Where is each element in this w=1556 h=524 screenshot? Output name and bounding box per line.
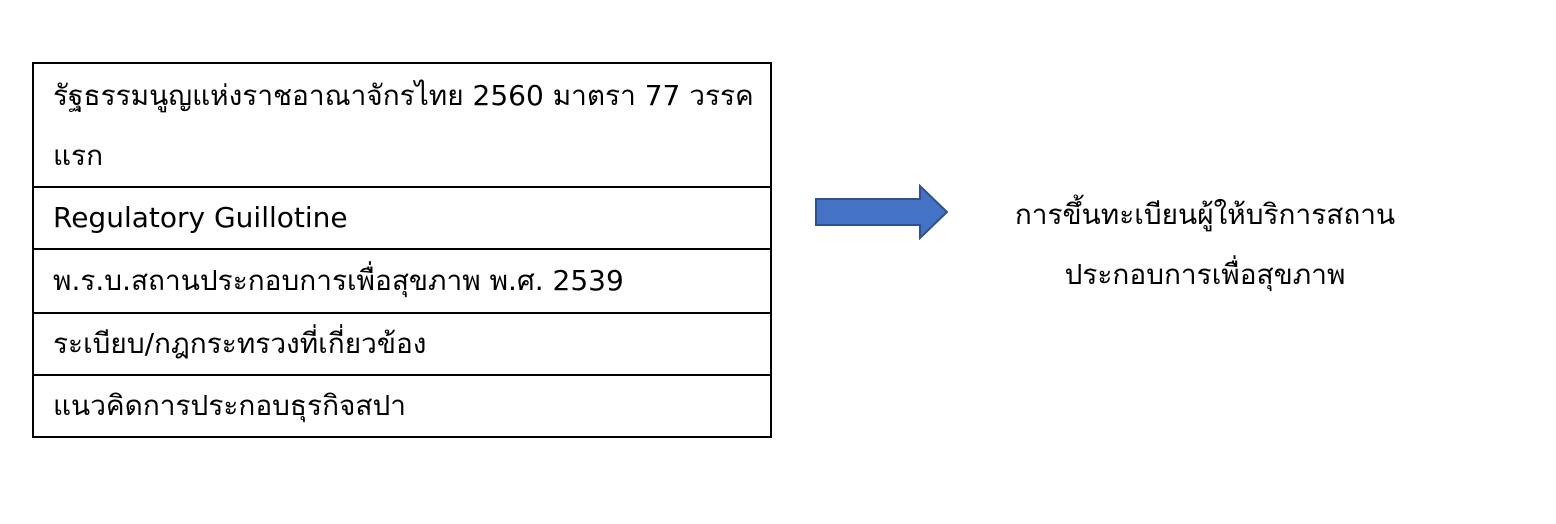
table-row: ระเบียบ/กฎกระทรวงที่เกี่ยวข้อง	[32, 312, 772, 376]
table-row: แนวคิดการประกอบธุรกิจสปา	[32, 374, 772, 438]
source-documents-table: รัฐธรรมนูญแห่งราชอาณาจักรไทย 2560 มาตรา …	[32, 62, 772, 438]
result-label: การขึ้นทะเบียนผู้ให้บริการสถานประกอบการเ…	[1014, 198, 1396, 291]
table-row: รัฐธรรมนูญแห่งราชอาณาจักรไทย 2560 มาตรา …	[32, 62, 772, 188]
table-row: Regulatory Guillotine	[32, 186, 772, 250]
table-row: พ.ร.บ.สถานประกอบการเพื่อสุขภาพ พ.ศ. 2539	[32, 248, 772, 314]
right-arrow-icon	[815, 184, 949, 240]
source-regulatory-guillotine: Regulatory Guillotine	[32, 186, 772, 250]
source-spa-business-concept: แนวคิดการประกอบธุรกิจสปา	[32, 374, 772, 438]
source-ministerial-regulations: ระเบียบ/กฎกระทรวงที่เกี่ยวข้อง	[32, 312, 772, 376]
source-health-establishment-act: พ.ร.บ.สถานประกอบการเพื่อสุขภาพ พ.ศ. 2539	[32, 248, 772, 314]
source-constitution: รัฐธรรมนูญแห่งราชอาณาจักรไทย 2560 มาตรา …	[32, 62, 772, 188]
